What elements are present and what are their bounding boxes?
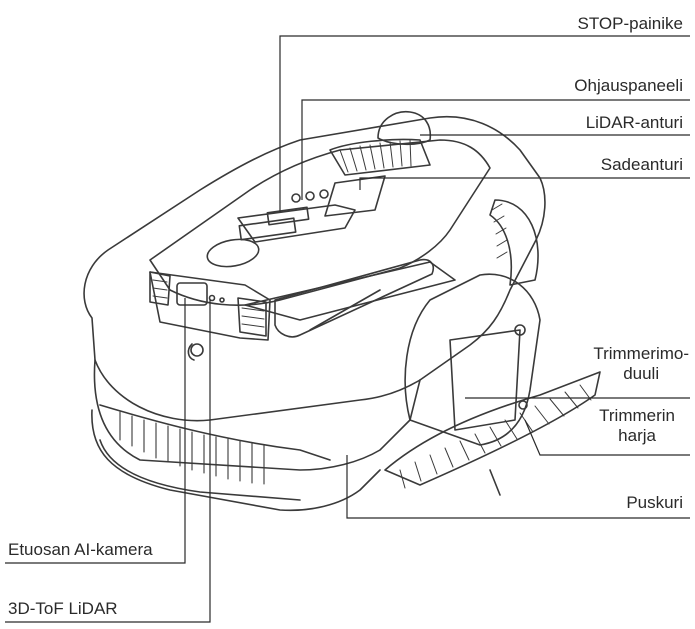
rear-wheel (490, 200, 538, 285)
label-lidar-sensor: LiDAR-anturi (586, 113, 683, 133)
leader-front-camera (5, 298, 185, 563)
label-front-ai-camera: Etuosan AI-kamera (8, 540, 153, 560)
label-trimmer-brush: Trimmerin harja (599, 406, 675, 446)
label-trimmer-module-line2: duuli (593, 364, 689, 384)
trimmer-module-housing (405, 274, 540, 445)
leader-tof-lidar (5, 300, 210, 622)
label-trimmer-brush-line1: Trimmerin (599, 406, 675, 426)
mower-side-body (94, 360, 420, 470)
label-rain-sensor: Sadeanturi (601, 155, 683, 175)
round-lid (205, 236, 261, 271)
label-tof-lidar: 3D-ToF LiDAR (8, 599, 118, 619)
mower-top-cover (150, 140, 490, 305)
label-trimmer-module: Trimmerimo- duuli (593, 344, 689, 384)
label-control-panel: Ohjauspaneeli (574, 76, 683, 96)
label-bumper: Puskuri (626, 493, 683, 513)
label-trimmer-module-line1: Trimmerimo- (593, 344, 689, 364)
label-stop-button: STOP-painike (577, 14, 683, 34)
leader-rain-sensor (360, 178, 690, 190)
label-trimmer-brush-line2: harja (599, 426, 675, 446)
mower-body-outline (84, 117, 545, 421)
